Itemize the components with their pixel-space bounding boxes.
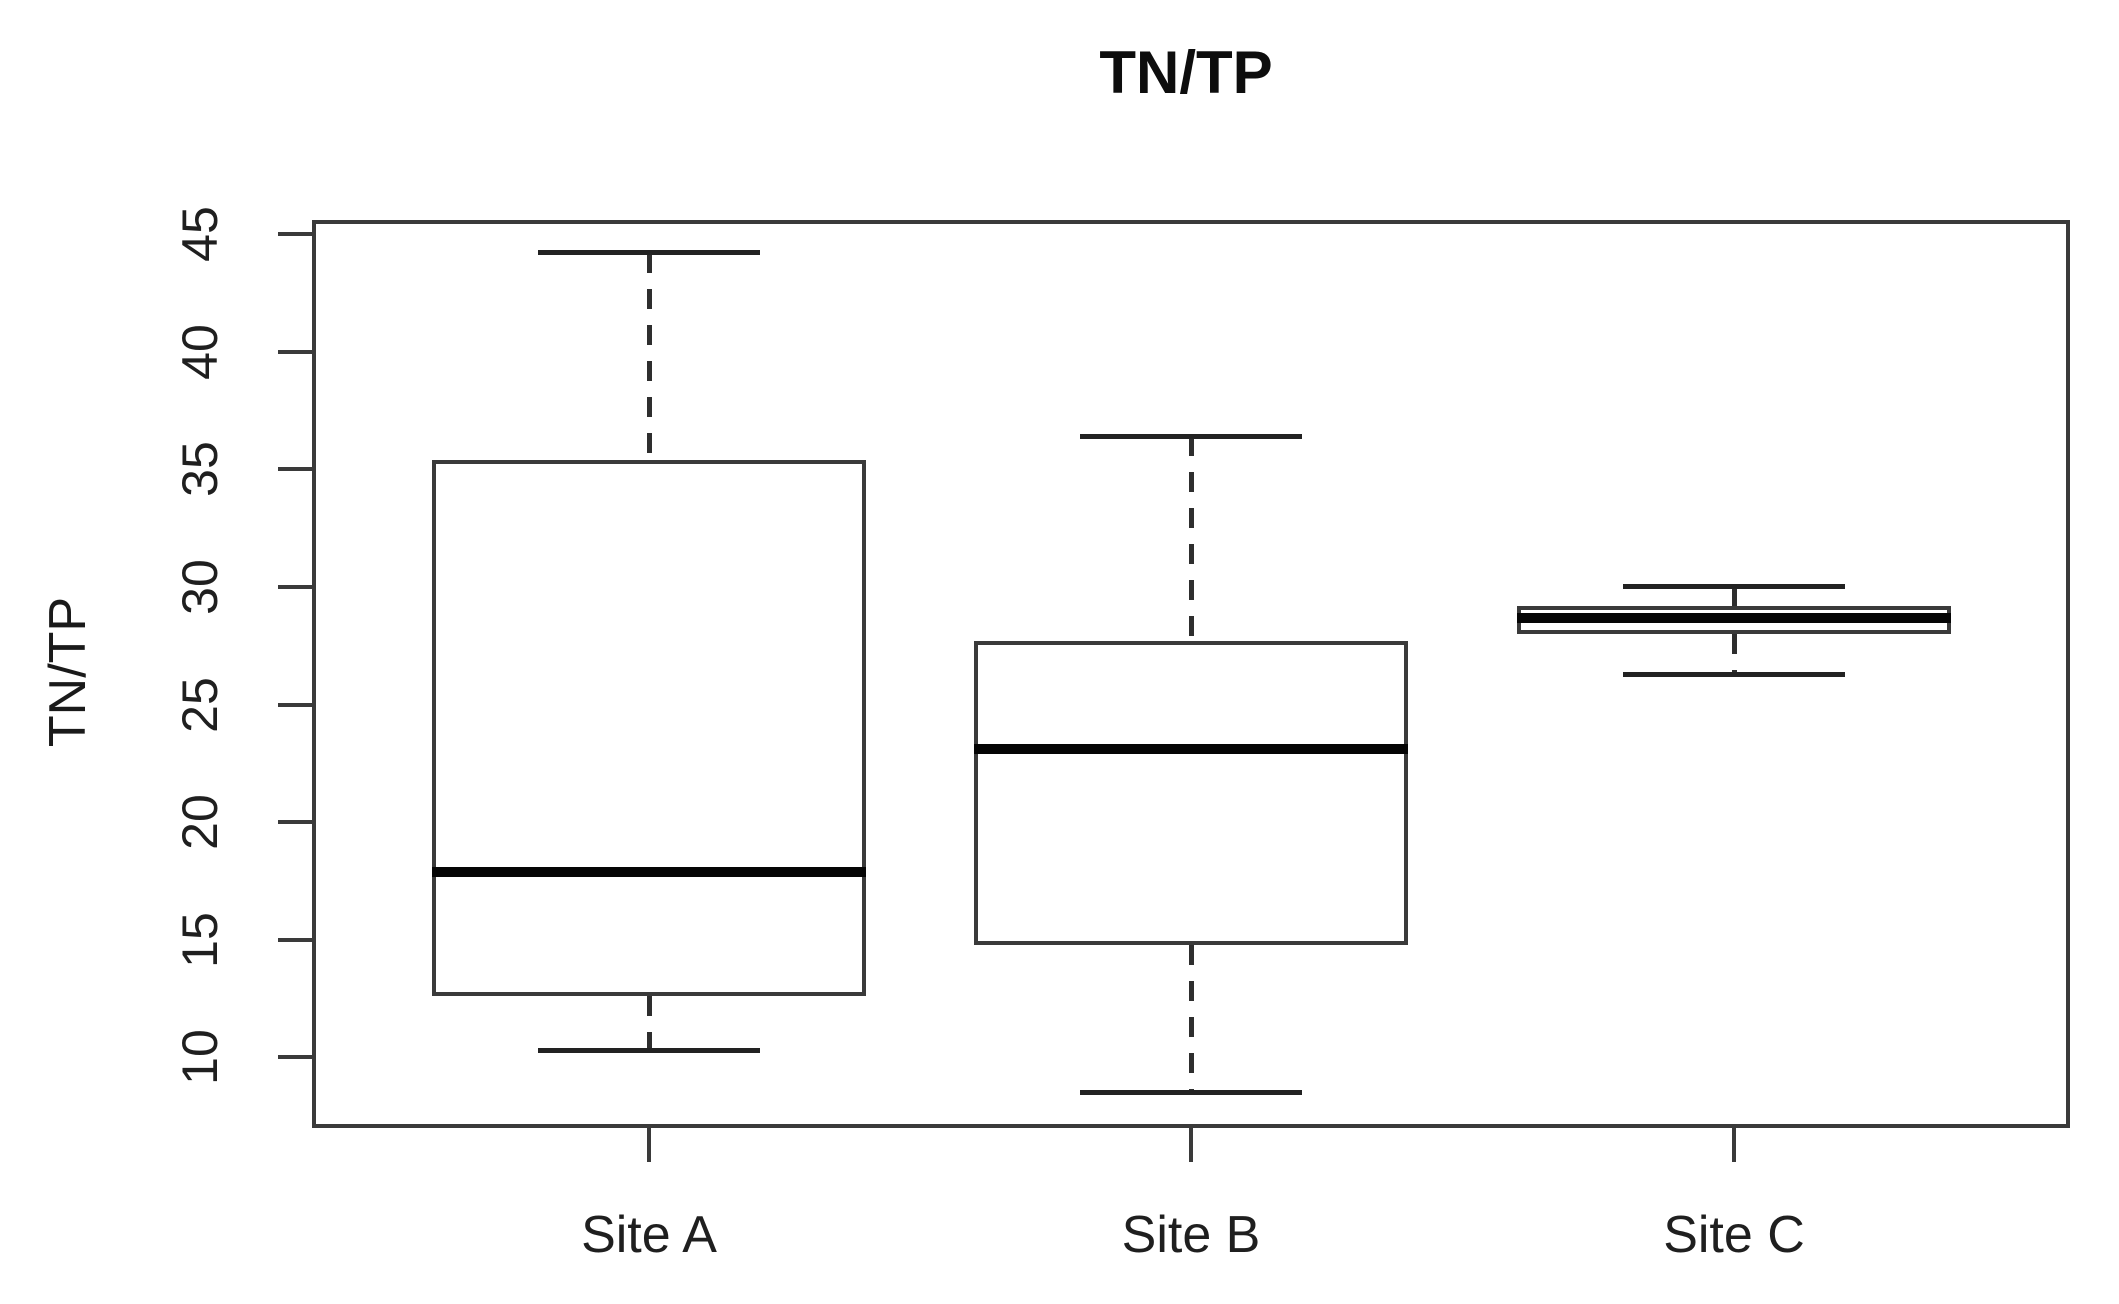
- lower-whisker-cap: [538, 1047, 760, 1053]
- x-axis-tick-label: Site B: [1121, 1206, 1261, 1264]
- y-axis-tick: [278, 232, 312, 237]
- y-axis-tick: [278, 937, 312, 942]
- upper-whisker-line: [1188, 436, 1194, 642]
- median-line: [1517, 612, 1951, 623]
- y-axis-label: TN/TP: [39, 596, 97, 748]
- median-line: [974, 744, 1408, 755]
- lower-whisker-cap: [1623, 671, 1845, 677]
- upper-whisker-line: [1731, 586, 1737, 606]
- x-axis-tick-label: Site C: [1663, 1206, 1805, 1264]
- y-axis-tick-label: 30: [172, 559, 228, 615]
- y-axis-tick-label: 40: [172, 323, 228, 380]
- upper-whisker-cap: [1623, 584, 1845, 590]
- y-axis-tick: [278, 820, 312, 825]
- x-axis-tick: [1189, 1128, 1193, 1162]
- y-axis-tick-label: 45: [172, 206, 228, 262]
- chart-title: TN/TP: [1099, 39, 1273, 106]
- median-line: [432, 866, 866, 877]
- y-axis-tick: [278, 584, 312, 589]
- y-axis-tick-label: 10: [172, 1029, 228, 1086]
- y-axis-tick-label: 20: [172, 794, 228, 850]
- lower-whisker-cap: [1080, 1090, 1302, 1096]
- y-axis-tick-label: 15: [172, 912, 228, 968]
- y-axis-tick: [278, 467, 312, 472]
- x-axis-tick-label: Site A: [581, 1206, 717, 1264]
- lower-whisker-line: [646, 996, 652, 1051]
- upper-whisker-line: [646, 252, 652, 460]
- y-axis-tick-label: 25: [172, 676, 228, 733]
- upper-whisker-cap: [1080, 433, 1302, 439]
- y-axis-tick: [278, 1055, 312, 1060]
- y-axis-tick: [278, 349, 312, 354]
- lower-whisker-line: [1731, 634, 1737, 674]
- upper-whisker-cap: [538, 250, 760, 256]
- iqr-box: [432, 459, 866, 997]
- y-axis-tick-label: 35: [172, 441, 228, 498]
- x-axis-tick: [1732, 1128, 1736, 1162]
- iqr-box: [974, 641, 1408, 945]
- y-axis-tick: [278, 702, 312, 707]
- x-axis-tick: [647, 1128, 651, 1162]
- lower-whisker-line: [1188, 944, 1194, 1093]
